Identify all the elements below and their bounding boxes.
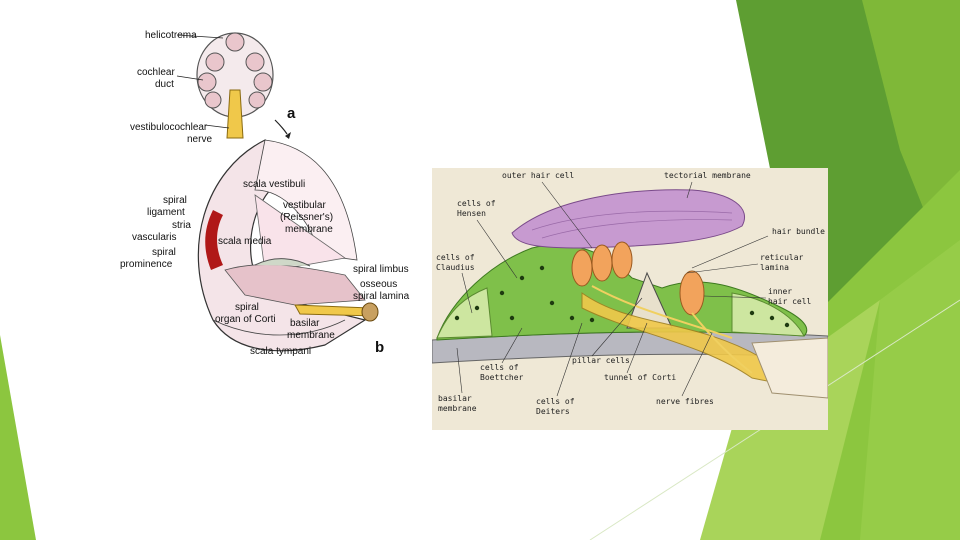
label-cells-of-deiters-line1: cells of bbox=[536, 397, 575, 406]
label-scala-vestibuli: scala vestibuli bbox=[243, 179, 305, 190]
label-vestibular-line3: membrane bbox=[285, 224, 333, 235]
cochlea-cross-section-figure: helicotrema cochlear duct vestibulocochl… bbox=[95, 20, 425, 365]
label-cochlear-duct-line1: cochlear bbox=[137, 67, 175, 78]
label-spiral-ligament-line2: ligament bbox=[147, 207, 185, 218]
supporting-cells-shape bbox=[436, 244, 808, 341]
label-helicotrema: helicotrema bbox=[145, 30, 197, 41]
label-hair-bundle: hair bundle bbox=[772, 227, 825, 236]
label-cells-of-deiters-line2: Deiters bbox=[536, 407, 570, 416]
osseous-lamina-shape bbox=[751, 337, 829, 399]
label-osseous-line2: spiral lamina bbox=[353, 291, 410, 302]
label-nerve-fibres: nerve fibres bbox=[656, 397, 714, 406]
label-basilar-line1: basilar bbox=[290, 318, 320, 329]
label-nerve: nerve bbox=[187, 134, 212, 145]
label-inner-hair-cell-line1: inner bbox=[768, 287, 792, 296]
label-cells-of-boettcher-line2: Boettcher bbox=[480, 373, 524, 382]
outer-hair-cells bbox=[571, 241, 633, 287]
label-cochlear-duct-line2: duct bbox=[155, 79, 174, 90]
label-cells-of-hensen-line1: cells of bbox=[457, 199, 496, 208]
label-spiral-prominence-line2: prominence bbox=[120, 259, 173, 270]
cochlea-spiral-drawing bbox=[176, 32, 291, 139]
left-green-sliver bbox=[0, 335, 36, 540]
label-reticular-lamina-line1: reticular bbox=[760, 253, 804, 262]
organ-of-corti-figure: outer hair cell tectorial membrane cells… bbox=[431, 168, 829, 430]
label-outer-hair-cell: outer hair cell bbox=[502, 171, 574, 180]
leader-lines bbox=[456, 181, 769, 397]
cochlea-illustration: helicotrema cochlear duct vestibulocochl… bbox=[120, 30, 410, 357]
cell-nuclei bbox=[454, 265, 790, 328]
label-vestibular-line1: vestibular bbox=[283, 200, 326, 211]
cochlear-duct-section-drawing bbox=[197, 139, 379, 352]
part-letter-b: b bbox=[375, 339, 384, 356]
label-spiral-organ-line2: organ of Corti bbox=[215, 314, 276, 325]
right-lime-facet bbox=[860, 240, 960, 540]
label-stria-line2: vascularis bbox=[132, 232, 176, 243]
label-tunnel-of-corti: tunnel of Corti bbox=[604, 373, 676, 382]
label-cells-of-boettcher-line1: cells of bbox=[480, 363, 519, 372]
label-vestibular-line2: (Reissner's) bbox=[280, 212, 333, 223]
label-cells-of-claudius-line1: cells of bbox=[436, 253, 475, 262]
label-spiral-ligament-line1: spiral bbox=[163, 195, 187, 206]
label-pillar-cells: pillar cells bbox=[572, 356, 630, 365]
label-basilar-line2: membrane bbox=[287, 330, 335, 341]
label-scala-media: scala media bbox=[218, 236, 272, 247]
label-scala-tympani: scala tympani bbox=[250, 346, 311, 357]
tectorial-membrane-shape bbox=[511, 189, 745, 249]
label-cells-of-claudius-line2: Claudius bbox=[436, 263, 475, 272]
part-letter-a: a bbox=[287, 105, 296, 122]
inner-hair-cell-shape bbox=[679, 270, 705, 316]
label-spiral-prominence-line1: spiral bbox=[152, 247, 176, 258]
organ-of-corti-illustration: outer hair cell tectorial membrane cells… bbox=[431, 171, 829, 416]
label-spiral-limbus: spiral limbus bbox=[353, 264, 409, 275]
label-basilar-membrane-line1: basilar bbox=[438, 394, 472, 403]
label-tectorial-membrane: tectorial membrane bbox=[664, 171, 751, 180]
label-basilar-membrane-line2: membrane bbox=[438, 404, 477, 413]
label-stria-line1: stria bbox=[172, 220, 191, 231]
label-osseous-line1: osseous bbox=[360, 279, 397, 290]
label-reticular-lamina-line2: lamina bbox=[760, 263, 789, 272]
label-spiral-organ-line1: spiral bbox=[235, 302, 259, 313]
label-cells-of-hensen-line2: Hensen bbox=[457, 209, 486, 218]
label-vestibulocochlear: vestibulocochlear bbox=[130, 122, 208, 133]
label-inner-hair-cell-line2: hair cell bbox=[768, 297, 812, 306]
